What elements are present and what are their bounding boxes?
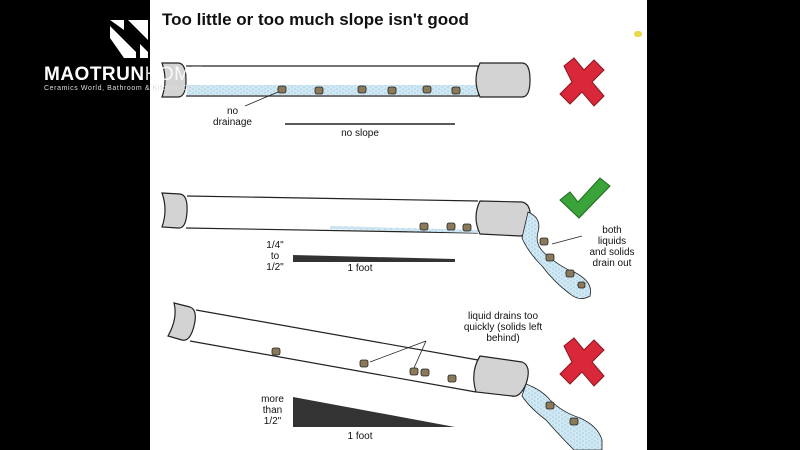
fast-drain-note: liquid drains too quickly (solids left b…	[463, 311, 543, 344]
diagram-panel: Too little or too much slope isn't good	[150, 0, 647, 450]
diagram-title: Too little or too much slope isn't good	[162, 10, 469, 29]
drop-label: 1/4" to 1/2"	[266, 240, 284, 273]
no-drainage-label: no drainage	[213, 106, 252, 128]
decorative-dot	[634, 31, 642, 37]
water-outflow	[521, 383, 603, 450]
x-mark-icon	[559, 57, 605, 107]
check-mark-icon	[559, 177, 611, 219]
no-slope-label: no slope	[341, 128, 379, 139]
run-label: 1 foot	[347, 263, 373, 274]
x-mark-icon	[559, 337, 605, 387]
brand-logo: MAOTRUNHOME Ceramics World, Bathroom & K…	[44, 18, 244, 98]
brand-name: MAOTRUNHOME	[44, 64, 204, 85]
run-label: 1 foot	[347, 431, 373, 442]
result-label: both liquids and solids drain out	[589, 225, 635, 269]
slope-diagram	[161, 57, 611, 450]
drop-label: more than 1/2"	[261, 394, 284, 427]
panel-no-slope	[161, 62, 531, 125]
panel-correct-slope	[161, 192, 592, 299]
water	[187, 85, 478, 95]
logo-icon	[110, 20, 148, 58]
brand-tagline: Ceramics World, Bathroom & Kitchen Cen..…	[44, 85, 206, 92]
panel-too-much-slope	[167, 302, 603, 450]
